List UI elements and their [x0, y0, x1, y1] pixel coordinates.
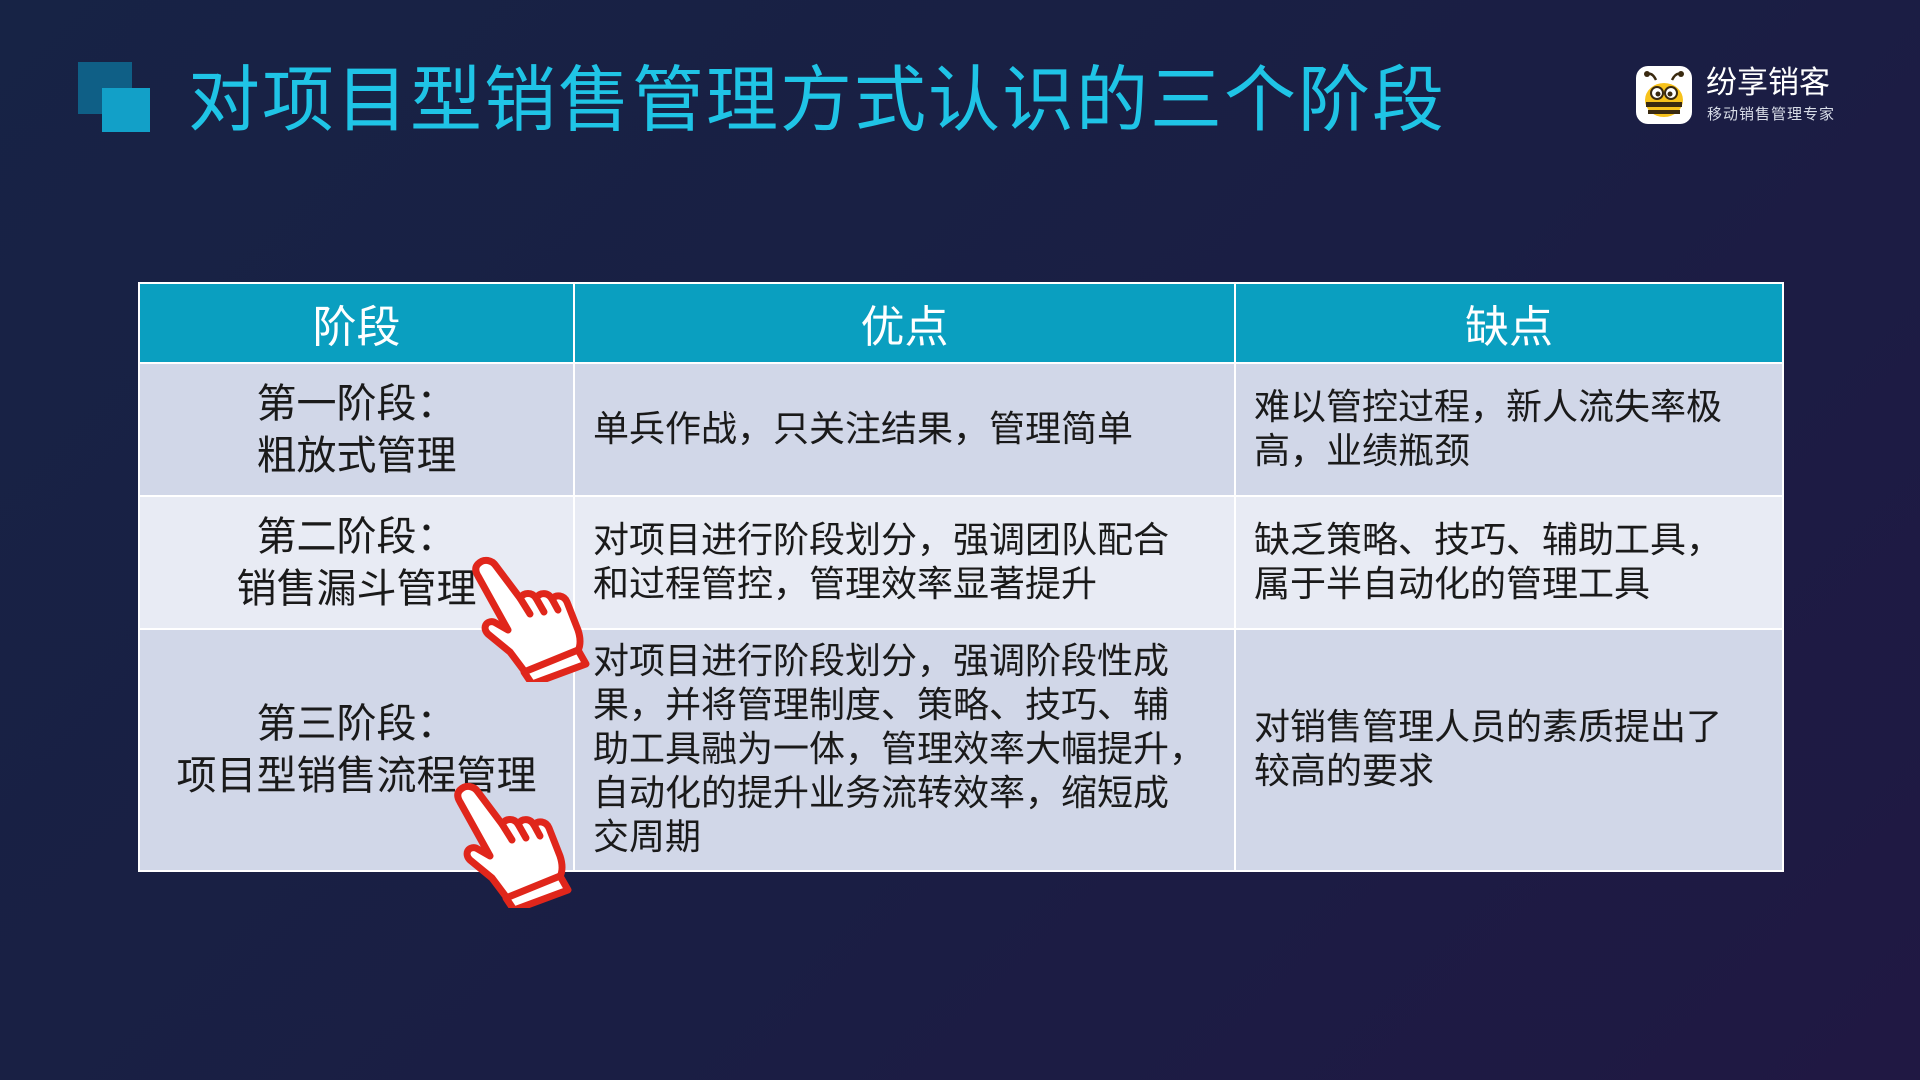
hand-pointer-icon [454, 782, 572, 908]
logo-badge [1636, 66, 1692, 124]
stage-cell: 第一阶段： 粗放式管理 [138, 362, 575, 497]
cons-cell: 难以管控过程，新人流失率极 高，业绩瓶颈 [1234, 362, 1784, 497]
cons-text-line: 对销售管理人员的素质提出了 [1254, 707, 1723, 748]
pros-text-line: 交周期 [593, 817, 702, 858]
title-decoration-squares [78, 62, 150, 132]
cons-text-line: 缺乏策略、技巧、辅助工具， [1254, 519, 1723, 561]
brand-logo: 纷享销客 移动销售管理专家 [1636, 65, 1866, 126]
decoration-square-front [102, 88, 150, 132]
stage-cell: 第三阶段： 项目型销售流程管理 [138, 628, 575, 872]
header-stage: 阶段 [138, 282, 575, 364]
cons-cell: 缺乏策略、技巧、辅助工具， 属于半自动化的管理工具 [1234, 495, 1784, 630]
logo-slogan: 移动销售管理专家 [1707, 105, 1836, 123]
cons-text-line: 属于半自动化的管理工具 [1254, 563, 1651, 605]
pros-cell: 对项目进行阶段划分，强调团队配合 和过程管控，管理效率显著提升 [573, 495, 1236, 630]
pros-text-line: 自动化的提升业务流转效率，缩短成 [593, 773, 1170, 814]
cons-text-line: 较高的要求 [1254, 751, 1435, 792]
table-row: 第三阶段： 项目型销售流程管理 对项目进行阶段划分，强调阶段性成 果，并将管理制… [138, 628, 1784, 872]
hand-pointer-icon [472, 556, 590, 682]
pros-text: 单兵作战，只关注结果，管理简单 [593, 408, 1134, 450]
stage-comparison-table: 阶段 优点 缺点 第一阶段： 粗放式管理 单兵作战，只关注结果，管理简单 难以管… [138, 282, 1784, 872]
cons-cell: 对销售管理人员的素质提出了 较高的要求 [1234, 628, 1784, 872]
header-pros: 优点 [573, 282, 1236, 364]
pros-text-line: 果，并将管理制度、策略、技巧、辅 [593, 685, 1170, 726]
pros-text-line: 助工具融为一体，管理效率大幅提升， [593, 729, 1206, 770]
stage-label: 第三阶段： [256, 701, 457, 747]
pros-text-line: 对项目进行阶段划分，强调团队配合 [593, 519, 1170, 561]
cons-text-line: 难以管控过程，新人流失率极 [1254, 386, 1723, 428]
header-cons: 缺点 [1234, 282, 1784, 364]
stage-label: 第一阶段： [256, 380, 457, 427]
stage-name: 销售漏斗管理 [236, 565, 477, 612]
bee-mascot-icon [1644, 71, 1684, 117]
table-header-row: 阶段 优点 缺点 [138, 282, 1784, 364]
stage-name: 粗放式管理 [256, 432, 457, 479]
pros-cell: 单兵作战，只关注结果，管理简单 [573, 362, 1236, 497]
stage-label: 第二阶段： [256, 513, 457, 560]
table-row: 第一阶段： 粗放式管理 单兵作战，只关注结果，管理简单 难以管控过程，新人流失率… [138, 362, 1784, 497]
logo-name: 纷享销客 [1706, 65, 1830, 101]
pros-text-line: 对项目进行阶段划分，强调阶段性成 [593, 641, 1170, 682]
page-title: 对项目型销售管理方式认识的三个阶段 [188, 58, 1447, 142]
pros-cell: 对项目进行阶段划分，强调阶段性成 果，并将管理制度、策略、技巧、辅 助工具融为一… [573, 628, 1236, 872]
cons-text-line: 高，业绩瓶颈 [1254, 430, 1471, 472]
table-row: 第二阶段： 销售漏斗管理 对项目进行阶段划分，强调团队配合 和过程管控，管理效率… [138, 495, 1784, 630]
pros-text-line: 和过程管控，管理效率显著提升 [593, 563, 1098, 605]
